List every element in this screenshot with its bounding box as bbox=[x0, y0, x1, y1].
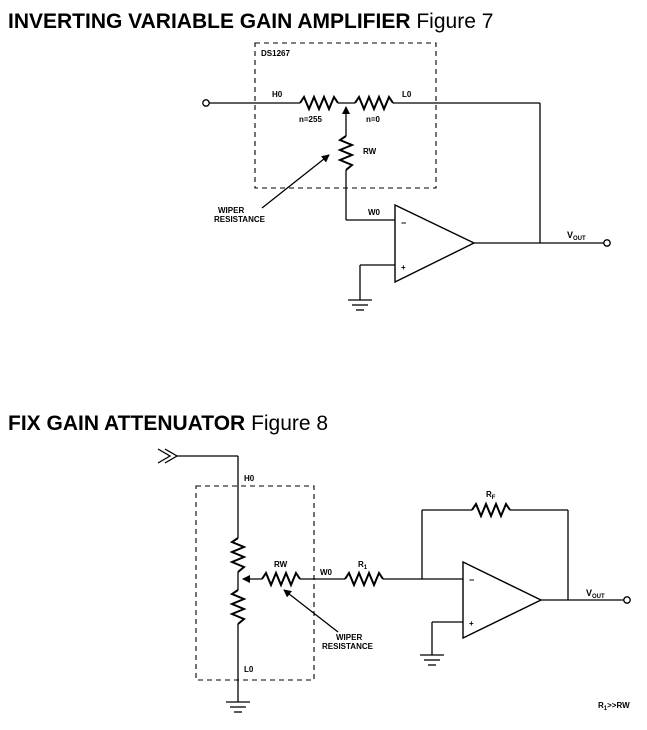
resistor-n0 bbox=[354, 94, 394, 112]
upper-pot-resistor bbox=[229, 537, 247, 573]
opamp1-triangle bbox=[394, 203, 476, 284]
figure7-title: INVERTING VARIABLE GAIN AMPLIFIER Figure… bbox=[8, 10, 493, 34]
wiper-resistance-arrow bbox=[261, 154, 330, 209]
ground-symbol bbox=[348, 299, 372, 311]
w0-label-fig8: W0 bbox=[320, 568, 333, 577]
n255-label: n=255 bbox=[299, 115, 322, 124]
opamp1-minus: − bbox=[401, 218, 406, 228]
rf-resistor bbox=[471, 501, 511, 519]
rw-label-fig8: RW bbox=[274, 560, 288, 569]
pot-boundary bbox=[195, 485, 315, 681]
figure7-circuit: DS1267 H0 L0 n=255 n=0 RW W0 WIPER RESIS… bbox=[202, 42, 611, 311]
lower-pot-resistor bbox=[229, 589, 247, 625]
rw-resistor bbox=[337, 135, 355, 171]
vout-label-fig8: VOUT bbox=[586, 588, 605, 600]
figure8-title: FIX GAIN ATTENUATOR Figure 8 bbox=[8, 412, 328, 436]
r1-rw-note: R1>>RW bbox=[598, 701, 630, 712]
rf-label: RF bbox=[486, 490, 496, 501]
opamp2-plus: + bbox=[469, 619, 474, 628]
vout-terminal bbox=[603, 239, 611, 247]
wiper-label-line2: RESISTANCE bbox=[214, 215, 266, 224]
wiper-resistance-arrow-fig8 bbox=[283, 589, 339, 633]
ground-symbol-fig8 bbox=[226, 701, 250, 713]
figure8-circuit: H0 L0 RW W0 R1 RF bbox=[157, 448, 631, 713]
h0-label-fig8: H0 bbox=[244, 474, 255, 483]
n0-label: n=0 bbox=[366, 115, 381, 124]
opamp1-plus: + bbox=[401, 263, 406, 272]
input-terminal bbox=[202, 99, 210, 107]
figure8-figure-number: Figure 8 bbox=[251, 412, 329, 435]
opamp2-minus: − bbox=[469, 575, 474, 585]
r1-label: R1 bbox=[358, 560, 368, 571]
opamp2-triangle bbox=[462, 560, 543, 640]
figure8-title-text: FIX GAIN ATTENUATOR bbox=[8, 412, 246, 435]
resistor-n255 bbox=[299, 94, 339, 112]
figure7-title-text: INVERTING VARIABLE GAIN AMPLIFIER bbox=[8, 10, 411, 33]
w0-label: W0 bbox=[368, 208, 381, 217]
rw-resistor-fig8 bbox=[261, 570, 301, 588]
h0-label: H0 bbox=[272, 90, 283, 99]
wiper-label-line2-fig8: RESISTANCE bbox=[322, 642, 374, 651]
vout-label: VOUT bbox=[567, 230, 586, 242]
figure7-figure-number: Figure 7 bbox=[416, 10, 494, 33]
input-arrow-icon bbox=[157, 448, 179, 464]
wiper-label-line1-fig8: WIPER bbox=[336, 633, 362, 642]
ground-symbol-opamp2 bbox=[420, 654, 444, 666]
ds1267-label: DS1267 bbox=[261, 49, 290, 58]
r1-resistor bbox=[344, 570, 384, 588]
wiper-label-line1: WIPER bbox=[218, 206, 244, 215]
l0-label-fig8: L0 bbox=[244, 665, 254, 674]
rw-label: RW bbox=[363, 147, 377, 156]
vout-terminal-fig8 bbox=[623, 596, 631, 604]
l0-label: L0 bbox=[402, 90, 412, 99]
